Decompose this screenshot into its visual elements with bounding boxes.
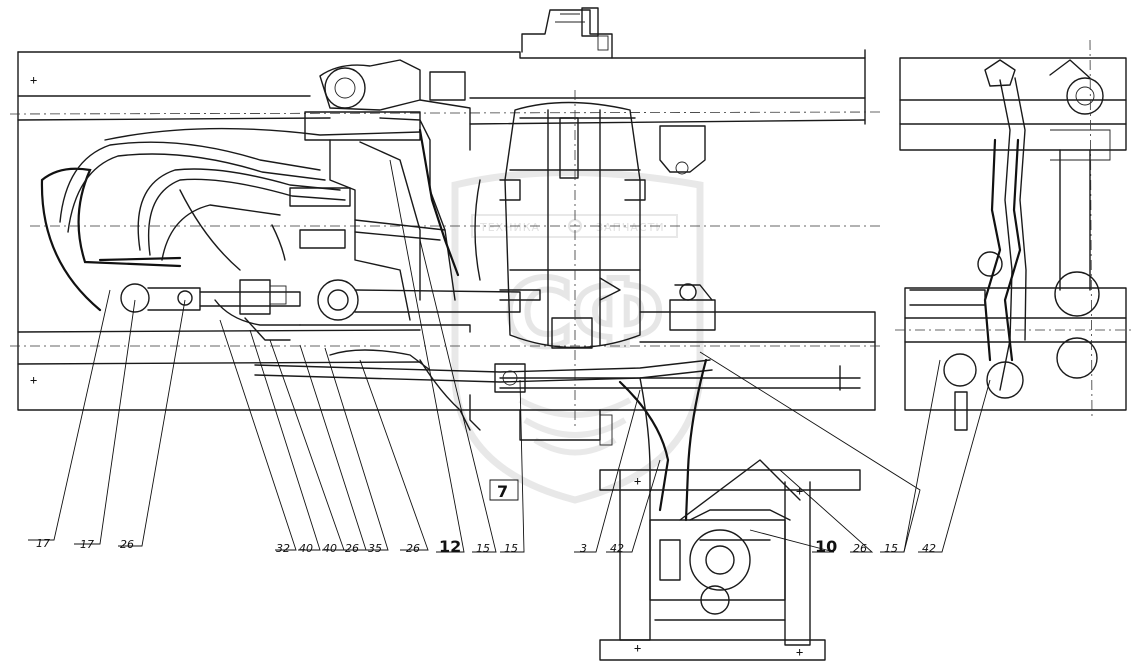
- hydraulic-hoses-lower: [254, 349, 861, 522]
- callout-label: 42: [922, 542, 936, 555]
- callout-label: 10: [815, 537, 837, 556]
- top-mount-bracket: [521, 7, 613, 59]
- wheat-icon: [518, 397, 632, 456]
- callout-label: 26: [853, 542, 867, 555]
- plus-mark: +: [30, 373, 37, 387]
- callout-label: 26: [406, 542, 420, 555]
- plus-mark: +: [634, 641, 641, 655]
- callout-label: 26: [120, 538, 134, 551]
- callout-label: 26: [345, 542, 359, 555]
- callout-label: 35: [368, 542, 382, 555]
- callout-label: 15: [476, 542, 490, 555]
- callout-label: 12: [439, 537, 461, 556]
- plus-mark: +: [30, 73, 37, 87]
- watermark: ТЕХНИКА ЗАПЧАСТИ СФ: [451, 169, 704, 504]
- axle-assembly: [120, 279, 521, 341]
- frame-bracket-right: [659, 125, 716, 331]
- callout-label: 42: [610, 542, 624, 555]
- callout-label: 15: [884, 542, 898, 555]
- plus-mark: +: [796, 645, 803, 659]
- callout-labels: 17 17 26 32 40 40 26 35 26 12 15 15 7 3 …: [36, 482, 936, 556]
- pump-assembly: + + + +: [599, 459, 861, 661]
- frame-rails-main: + +: [9, 49, 881, 411]
- watermark-left-text: ТЕХНИКА: [479, 221, 540, 234]
- callout-label: 7: [497, 482, 508, 501]
- center-cylinder: [474, 90, 646, 430]
- hydraulic-hoses-left: [40, 127, 421, 312]
- watermark-right-text: ЗАПЧАСТИ: [596, 221, 665, 234]
- plus-mark: +: [634, 474, 641, 488]
- callout-label: 17: [36, 537, 50, 550]
- callout-label: 17: [80, 538, 94, 551]
- plus-mark: +: [796, 484, 803, 498]
- callout-label: 40: [323, 542, 337, 555]
- callout-label: 15: [504, 542, 518, 555]
- frame-rails-side-view: [895, 39, 1135, 431]
- leader-lines: [28, 159, 991, 553]
- callout-label: 40: [299, 542, 313, 555]
- callout-label: 32: [276, 542, 290, 555]
- valve-block: [271, 59, 471, 321]
- callout-label: 3: [580, 542, 587, 555]
